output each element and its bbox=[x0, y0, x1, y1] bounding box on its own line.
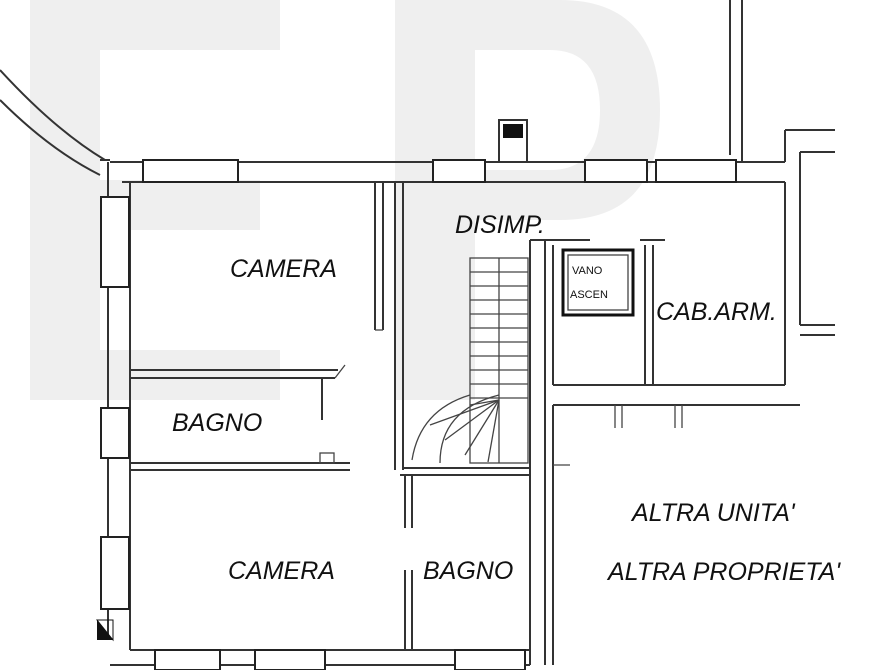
room-label-cab-arm: CAB.ARM. bbox=[656, 298, 777, 326]
staircase bbox=[411, 257, 529, 464]
room-label-bagno-center: BAGNO bbox=[423, 557, 513, 585]
stair-winder bbox=[487, 399, 500, 463]
stair-winder bbox=[444, 399, 500, 441]
room-label-altra-unita: ALTRA UNITA' bbox=[630, 499, 796, 527]
elevator-shaft: VANO ASCEN bbox=[561, 248, 635, 317]
stair-winder bbox=[464, 399, 500, 456]
top-windows bbox=[142, 159, 737, 183]
room-label-vano-line2: ASCEN bbox=[570, 289, 608, 301]
room-label-vano-line1: VANO bbox=[572, 265, 603, 277]
room-label-camera-top: CAMERA bbox=[230, 255, 337, 283]
interior-walls bbox=[130, 182, 800, 665]
room-label-camera-bottom: CAMERA bbox=[228, 557, 335, 585]
bottom-windows bbox=[154, 649, 526, 670]
room-label-altra-proprieta: ALTRA PROPRIETA' bbox=[606, 558, 841, 586]
corner-marker-icon bbox=[95, 619, 114, 642]
left-windows bbox=[100, 196, 130, 610]
room-label-bagno-left: BAGNO bbox=[172, 409, 262, 437]
balcony-curve-inner bbox=[0, 99, 101, 176]
stair-winder bbox=[429, 399, 500, 426]
room-label-disimp: DISIMP. bbox=[455, 211, 545, 239]
balcony-curve bbox=[0, 69, 106, 161]
chimney-flue bbox=[498, 119, 528, 163]
